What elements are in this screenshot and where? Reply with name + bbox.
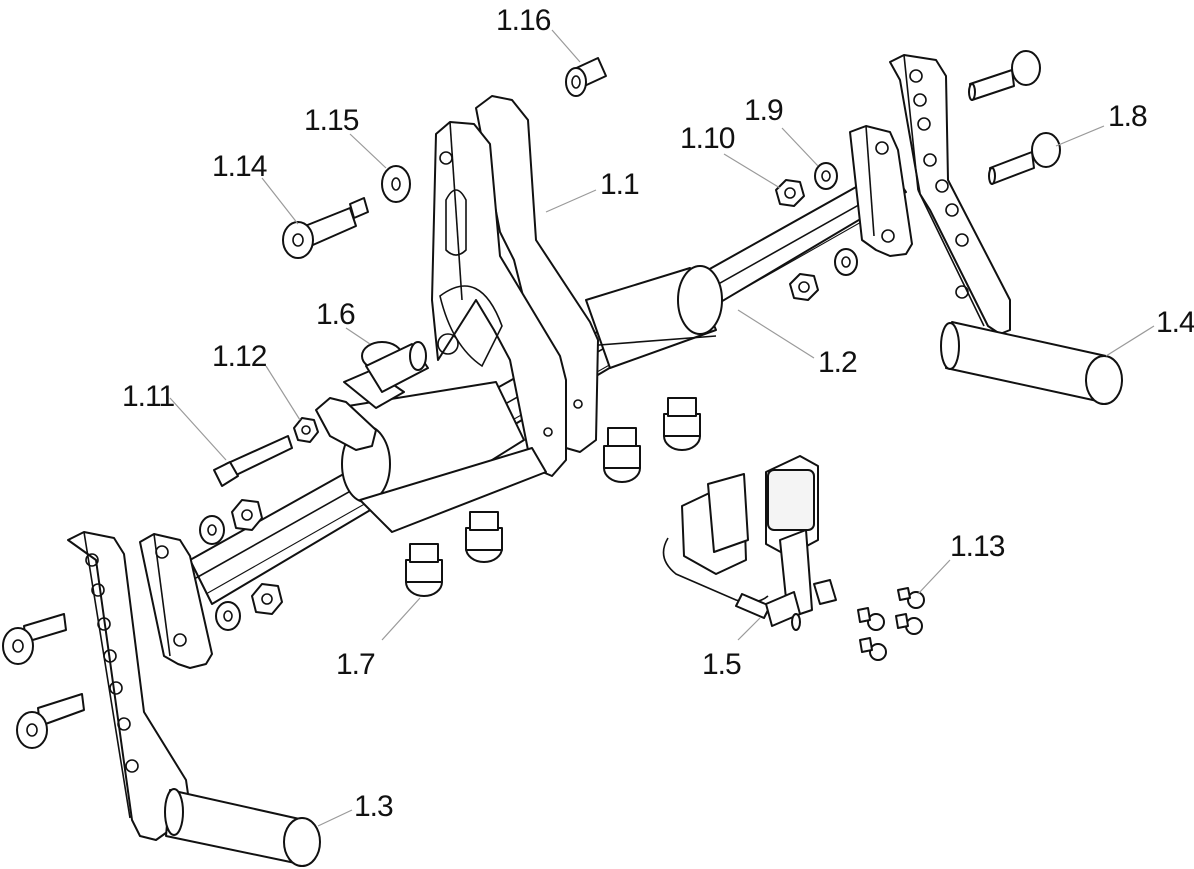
release-mechanism xyxy=(662,455,837,631)
label-1-6: 1.6 xyxy=(316,298,355,331)
label-1-12: 1.12 xyxy=(212,340,267,373)
label-1-13: 1.13 xyxy=(950,530,1005,563)
right-bolts xyxy=(968,50,1061,185)
label-1-16: 1.16 xyxy=(496,4,551,37)
label-1-3: 1.3 xyxy=(354,790,393,823)
sleeve-right xyxy=(585,265,723,369)
central-bracket xyxy=(431,95,599,477)
leader-lines xyxy=(169,29,1155,827)
label-1-15: 1.15 xyxy=(304,104,359,137)
left-end-plate xyxy=(139,533,213,669)
left-nuts-washers xyxy=(199,499,283,631)
adjuster-assembly xyxy=(293,341,429,451)
label-1-2: 1.2 xyxy=(818,346,857,379)
part-labels: 1.1 1.2 1.3 1.4 1.5 1.6 1.7 1.8 1.9 1.10… xyxy=(122,4,1194,823)
label-1-4: 1.4 xyxy=(1156,306,1194,339)
label-1-9: 1.9 xyxy=(744,94,783,127)
small-screws xyxy=(857,587,925,661)
right-nuts-washers xyxy=(775,162,858,301)
label-1-5: 1.5 xyxy=(702,648,741,681)
label-1-14: 1.14 xyxy=(212,150,267,183)
set-screws xyxy=(405,397,701,597)
left-lever-arm xyxy=(67,531,321,867)
long-screw xyxy=(213,435,293,487)
label-1-8: 1.8 xyxy=(1108,100,1147,133)
label-1-10: 1.10 xyxy=(680,122,735,155)
right-end-plate xyxy=(849,125,913,257)
top-small-parts xyxy=(282,57,607,259)
label-1-1: 1.1 xyxy=(600,168,639,201)
left-bolts xyxy=(2,613,85,749)
label-1-7: 1.7 xyxy=(336,648,375,681)
right-lever-arm xyxy=(889,54,1123,405)
label-1-11: 1.11 xyxy=(122,380,174,413)
